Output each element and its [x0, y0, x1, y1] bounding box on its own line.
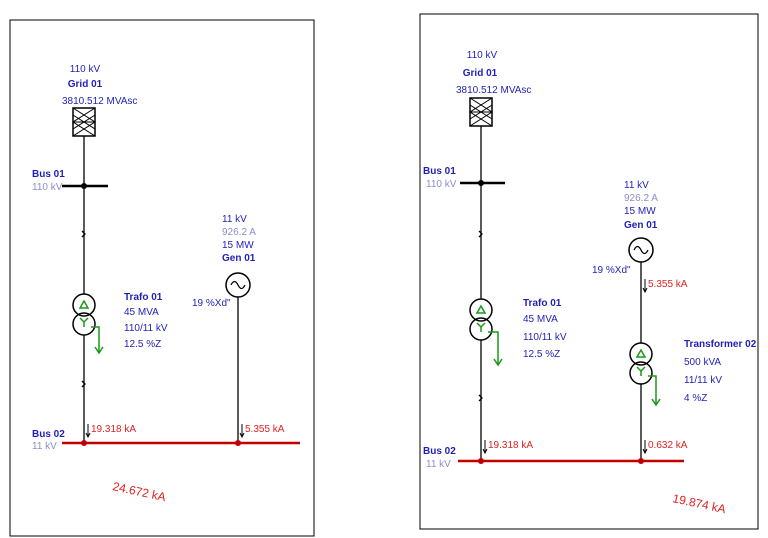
right-diagram: 110 kV Grid 01 3810.512 MVAsc Bus 01 110…	[419, 13, 759, 530]
right-frame	[419, 13, 759, 530]
left-trafo-symbol-icon[interactable]	[72, 293, 104, 355]
left-trafo-ratio: 110/11 kV	[124, 323, 168, 334]
right-gen-current: 926.2 A	[624, 193, 658, 204]
right-fault-arrow-t2-icon	[642, 440, 648, 455]
left-gen-xd: 19 %Xd"	[192, 298, 231, 309]
right-bus01-name: Bus 01	[423, 166, 456, 177]
right-gen-name: Gen 01	[624, 220, 658, 231]
right-trafo-impedance: 12.5 %Z	[523, 349, 560, 360]
right-gen-voltage: 11 kV	[624, 180, 649, 191]
right-fault-t2: 0.632 kA	[648, 440, 688, 451]
left-grid-voltage: 110 kV	[70, 64, 101, 75]
right-grid-symbol-icon[interactable]	[469, 97, 493, 127]
left-grid-sc-power: 3810.512 MVAsc	[62, 96, 137, 107]
right-trafo-symbol-icon[interactable]	[469, 298, 503, 367]
left-grid-name: Grid 01	[68, 79, 103, 90]
right-trafo-name: Trafo 01	[523, 298, 562, 309]
left-bus02-node-1	[81, 440, 87, 446]
left-total-fault: 24.672 kA	[111, 479, 167, 504]
right-grid-name: Grid 01	[463, 68, 498, 79]
right-gen-power: 15 MW	[624, 206, 656, 217]
right-fault-arrow-trafo-icon	[482, 440, 488, 455]
right-grid-sc-power: 3810.512 MVAsc	[456, 85, 531, 96]
left-frame	[9, 19, 315, 537]
right-generator-icon[interactable]	[628, 237, 654, 263]
right-gen-fault: 5.355 kA	[648, 279, 688, 290]
right-grid-voltage: 110 kV	[467, 50, 498, 61]
right-transformer2-impedance: 4 %Z	[684, 393, 707, 404]
left-trafo-rating: 45 MVA	[124, 307, 159, 318]
left-generator-icon[interactable]	[225, 272, 251, 298]
left-gen-name: Gen 01	[222, 253, 256, 264]
right-trafo-ratio: 110/11 kV	[523, 332, 567, 343]
right-gen-fault-arrow-icon	[642, 279, 648, 294]
left-bus01-voltage: 110 kV	[32, 182, 63, 193]
right-bus02-name: Bus 02	[423, 446, 456, 457]
right-gen-xd: 19 %Xd"	[592, 265, 631, 276]
left-bus02-name: Bus 02	[32, 429, 65, 440]
left-gen-voltage: 11 kV	[222, 214, 247, 225]
left-diagram: 110 kV Grid 01 3810.512 MVAsc Bus 01 110…	[9, 19, 315, 537]
left-fault-trafo: 19.318 kA	[91, 424, 136, 435]
right-bus02-node-1	[478, 458, 484, 464]
right-total-fault: 19.874 kA	[671, 491, 727, 516]
left-bus02-node-2	[235, 440, 241, 446]
left-gen-power: 15 MW	[222, 240, 254, 251]
right-bus01-voltage: 110 kV	[426, 179, 457, 190]
right-bus02-voltage: 11 kV	[426, 459, 451, 470]
right-bus02-node-2	[638, 458, 644, 464]
left-gen-current: 926.2 A	[222, 227, 256, 238]
left-breaker2-icon[interactable]	[81, 380, 86, 388]
left-breaker-icon[interactable]	[81, 230, 86, 238]
right-transformer2-rating: 500 kVA	[684, 357, 721, 368]
left-fault-gen: 5.355 kA	[245, 424, 285, 435]
left-fault-arrow-trafo-icon	[85, 424, 91, 439]
right-trafo-rating: 45 MVA	[523, 314, 558, 325]
left-trafo-name: Trafo 01	[124, 292, 163, 303]
right-breaker-icon[interactable]	[478, 230, 483, 238]
right-breaker2-icon[interactable]	[478, 394, 483, 402]
right-transformer2-symbol-icon[interactable]	[629, 342, 661, 407]
left-trafo-impedance: 12.5 %Z	[124, 339, 161, 350]
right-transformer2-name: Transformer 02	[684, 339, 757, 350]
right-fault-trafo: 19.318 kA	[488, 440, 533, 451]
right-transformer2-ratio: 11/11 kV	[684, 375, 722, 386]
left-fault-arrow-gen-icon	[239, 424, 245, 439]
left-bus01-name: Bus 01	[32, 169, 65, 180]
left-bus02-voltage: 11 kV	[32, 441, 57, 452]
left-grid-symbol-icon[interactable]	[72, 107, 96, 137]
